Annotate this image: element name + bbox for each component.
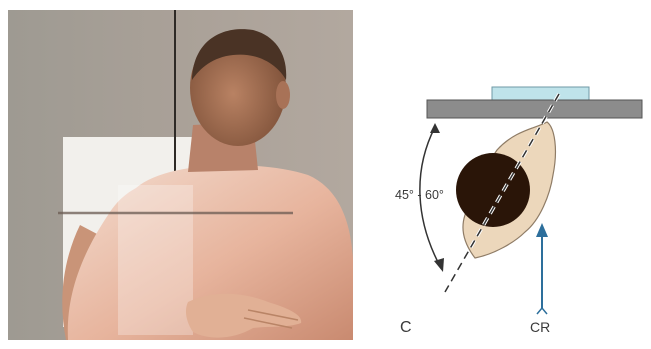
patient-render <box>8 10 353 340</box>
angle-arrowhead-top <box>430 123 440 133</box>
ear <box>276 81 290 109</box>
panel-label: C <box>400 319 412 336</box>
angle-arrowhead-bottom <box>434 258 444 272</box>
central-ray-label: CR <box>530 319 550 335</box>
angle-label: 45° - 60° <box>395 188 444 202</box>
central-ray-tail <box>537 308 547 314</box>
positioning-diagram: 45° - 60° C CR <box>375 10 645 340</box>
diagram-svg: 45° - 60° C CR <box>375 10 645 340</box>
light-glow <box>118 185 193 335</box>
film-holder-bar <box>427 100 642 118</box>
image-receptor <box>492 87 589 100</box>
patient-render-panel <box>8 10 353 340</box>
central-ray-arrowhead <box>536 223 548 237</box>
